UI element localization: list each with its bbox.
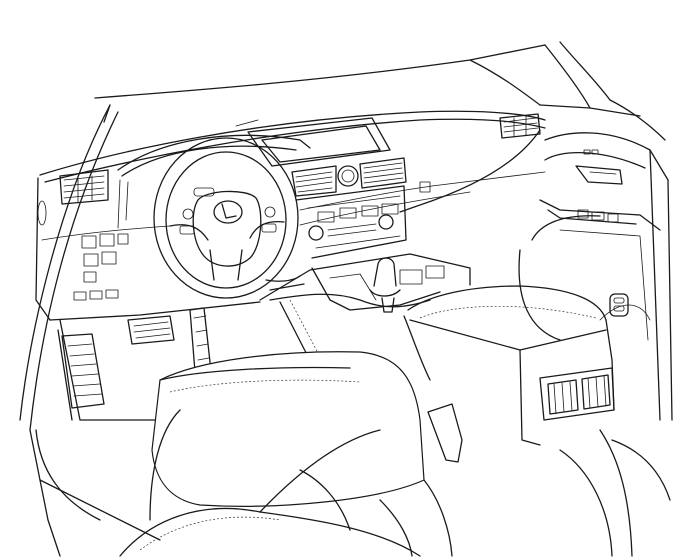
- center-air-vents: [291, 157, 407, 197]
- seat-icon: [29, 351, 453, 557]
- dead-pedal: [61, 333, 105, 409]
- volume-knob-icon: [308, 225, 324, 241]
- window-switches-icon: [577, 149, 619, 223]
- parking-brake-lever: [427, 403, 463, 463]
- instrument-cluster: [117, 134, 311, 229]
- center-stack: [295, 181, 431, 259]
- steering-column: [265, 275, 305, 291]
- clock-emblem-icon: [337, 165, 359, 187]
- lexus-emblem-icon: [213, 200, 243, 224]
- left-switch-panel: [73, 233, 129, 301]
- seat-controls-icon: [609, 293, 629, 317]
- window-frame: [19, 41, 666, 431]
- passenger-seat: [559, 429, 671, 557]
- door-handle-icon: [575, 165, 623, 185]
- right-dash-vent-icon: [499, 113, 541, 139]
- dashboard: [35, 110, 546, 321]
- center-display: [247, 117, 391, 167]
- tune-knob-icon: [378, 214, 394, 230]
- steering-wheel-icon: [153, 137, 299, 299]
- rear-air-vent-icon: [539, 367, 615, 421]
- rear-console: [403, 285, 615, 446]
- gear-shifter-icon: [369, 257, 401, 313]
- left-air-vent-icon: [59, 169, 109, 205]
